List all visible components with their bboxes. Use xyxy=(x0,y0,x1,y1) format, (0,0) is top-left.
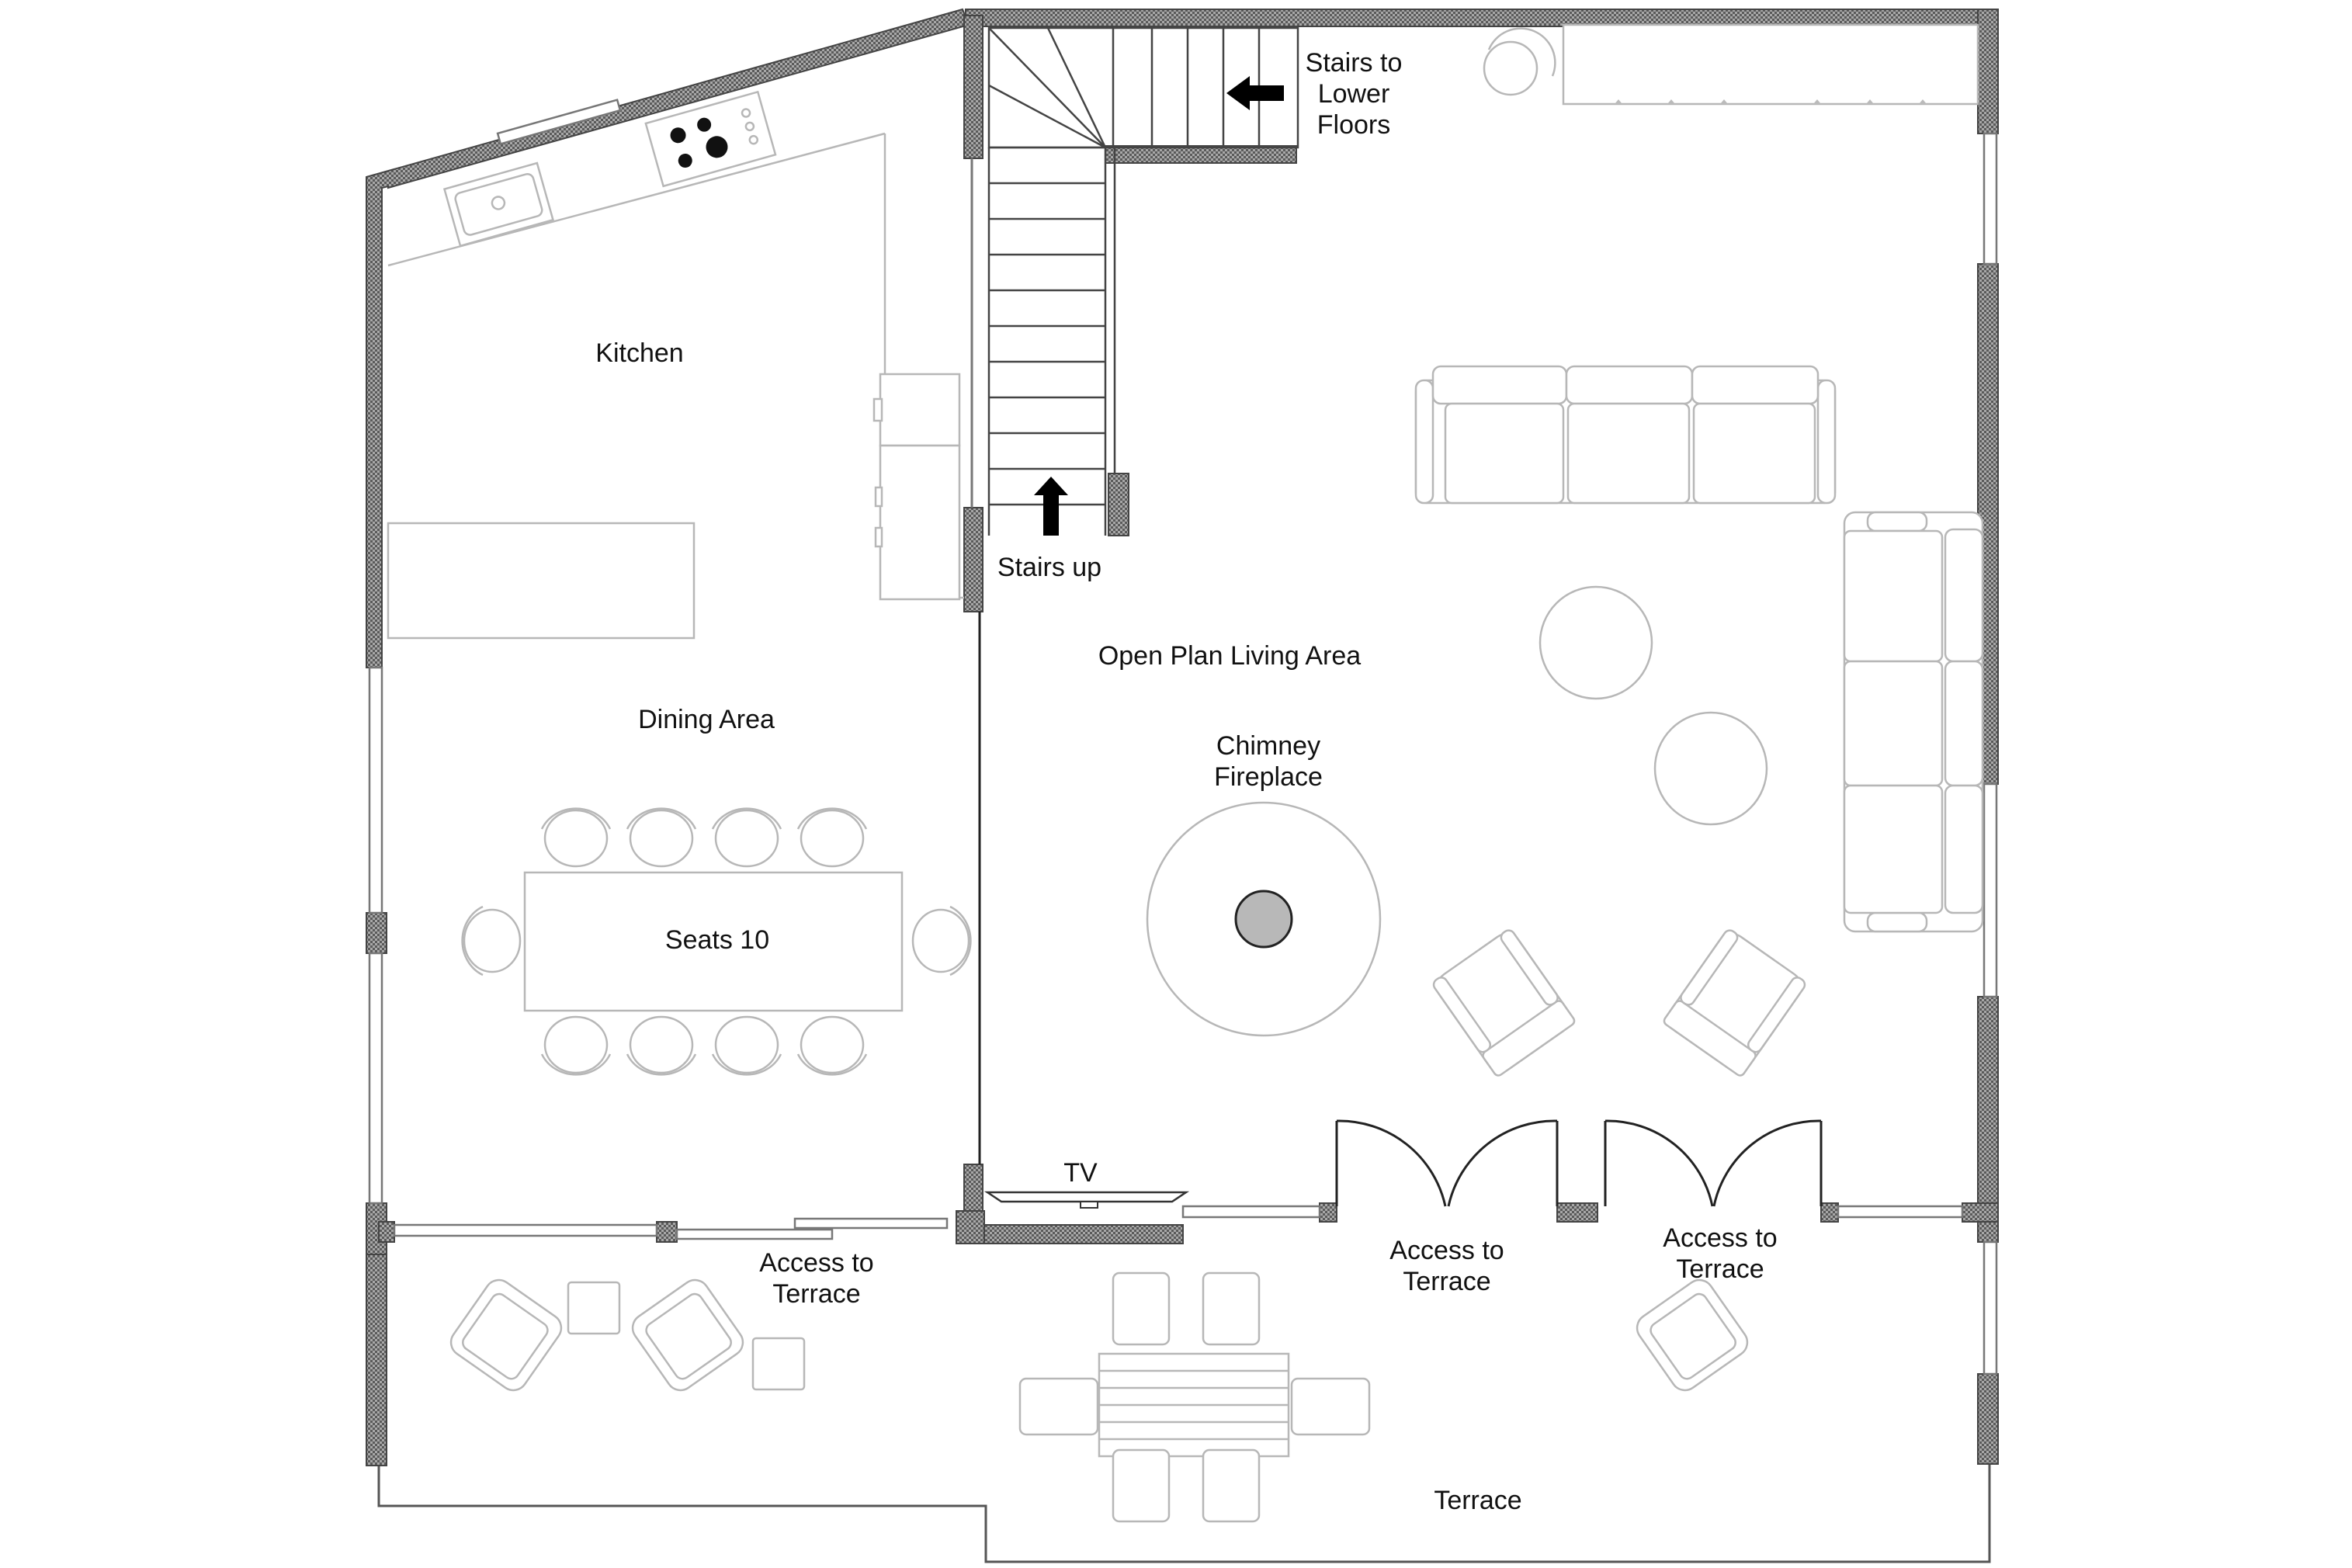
terrace-lounge-chairs xyxy=(449,1278,1749,1392)
dining-area-label: Dining Area xyxy=(638,705,775,734)
terrace-doors xyxy=(1335,1119,1823,1207)
stairs-down-arrow-icon xyxy=(1226,76,1284,110)
cooktop-icon xyxy=(644,90,777,188)
stairs-up-label: Stairs up xyxy=(997,553,1101,582)
dining-chair xyxy=(711,1015,782,1076)
stairs-lower-label-line3: Floors xyxy=(1317,110,1390,140)
coffee-tables xyxy=(1539,585,1768,826)
dining-chair xyxy=(796,807,868,868)
access-terrace-mid-line1: Access to xyxy=(1389,1236,1504,1265)
windows xyxy=(368,99,1998,1375)
stairs-up-arrow-icon xyxy=(1034,477,1068,536)
access-terrace-right-line2: Terrace xyxy=(1676,1254,1764,1284)
dining-chair xyxy=(711,807,782,868)
oven-unit xyxy=(872,373,961,601)
bar-counter xyxy=(1562,23,1979,106)
armchair-right xyxy=(1663,929,1806,1077)
table-seats-label: Seats 10 xyxy=(665,925,769,955)
terrace-dining-set xyxy=(1018,1271,1371,1523)
terrace-boundary xyxy=(377,1264,1991,1563)
staircase xyxy=(987,26,1299,536)
fireplace-icon xyxy=(1146,801,1382,1037)
dining-chair xyxy=(626,807,697,868)
kitchen-island xyxy=(387,522,696,640)
tv-icon xyxy=(983,1191,1190,1209)
stairs-lower-label-line2: Lower xyxy=(1318,79,1390,109)
fireplace-label-line1: Chimney xyxy=(1216,731,1320,761)
access-terrace-mid-line2: Terrace xyxy=(1403,1267,1490,1296)
dining-chair xyxy=(911,905,972,977)
terrace-label: Terrace xyxy=(1434,1486,1521,1515)
access-terrace-left-line2: Terrace xyxy=(772,1279,860,1309)
armchair-left xyxy=(1432,929,1576,1077)
kitchen-label: Kitchen xyxy=(595,338,683,368)
dining-chair xyxy=(626,1015,697,1076)
sofa-three-seat xyxy=(1414,365,1837,505)
bar-stool-chair xyxy=(1483,27,1556,96)
dining-chair xyxy=(796,1015,868,1076)
stairs-lower-label-line1: Stairs to xyxy=(1306,48,1403,78)
dining-chairs xyxy=(461,807,972,1076)
tv-label: TV xyxy=(1063,1158,1098,1188)
dining-chair xyxy=(540,1015,612,1076)
sink-icon xyxy=(442,161,554,248)
access-terrace-left-line1: Access to xyxy=(759,1248,873,1278)
dining-chair xyxy=(461,905,522,977)
dining-table xyxy=(523,871,904,1012)
living-area-label: Open Plan Living Area xyxy=(1098,641,1361,671)
sofa-corner xyxy=(1843,511,1984,933)
fireplace-label-line2: Fireplace xyxy=(1214,762,1323,792)
access-terrace-right-line1: Access to xyxy=(1663,1223,1777,1253)
dining-chair xyxy=(540,807,612,868)
